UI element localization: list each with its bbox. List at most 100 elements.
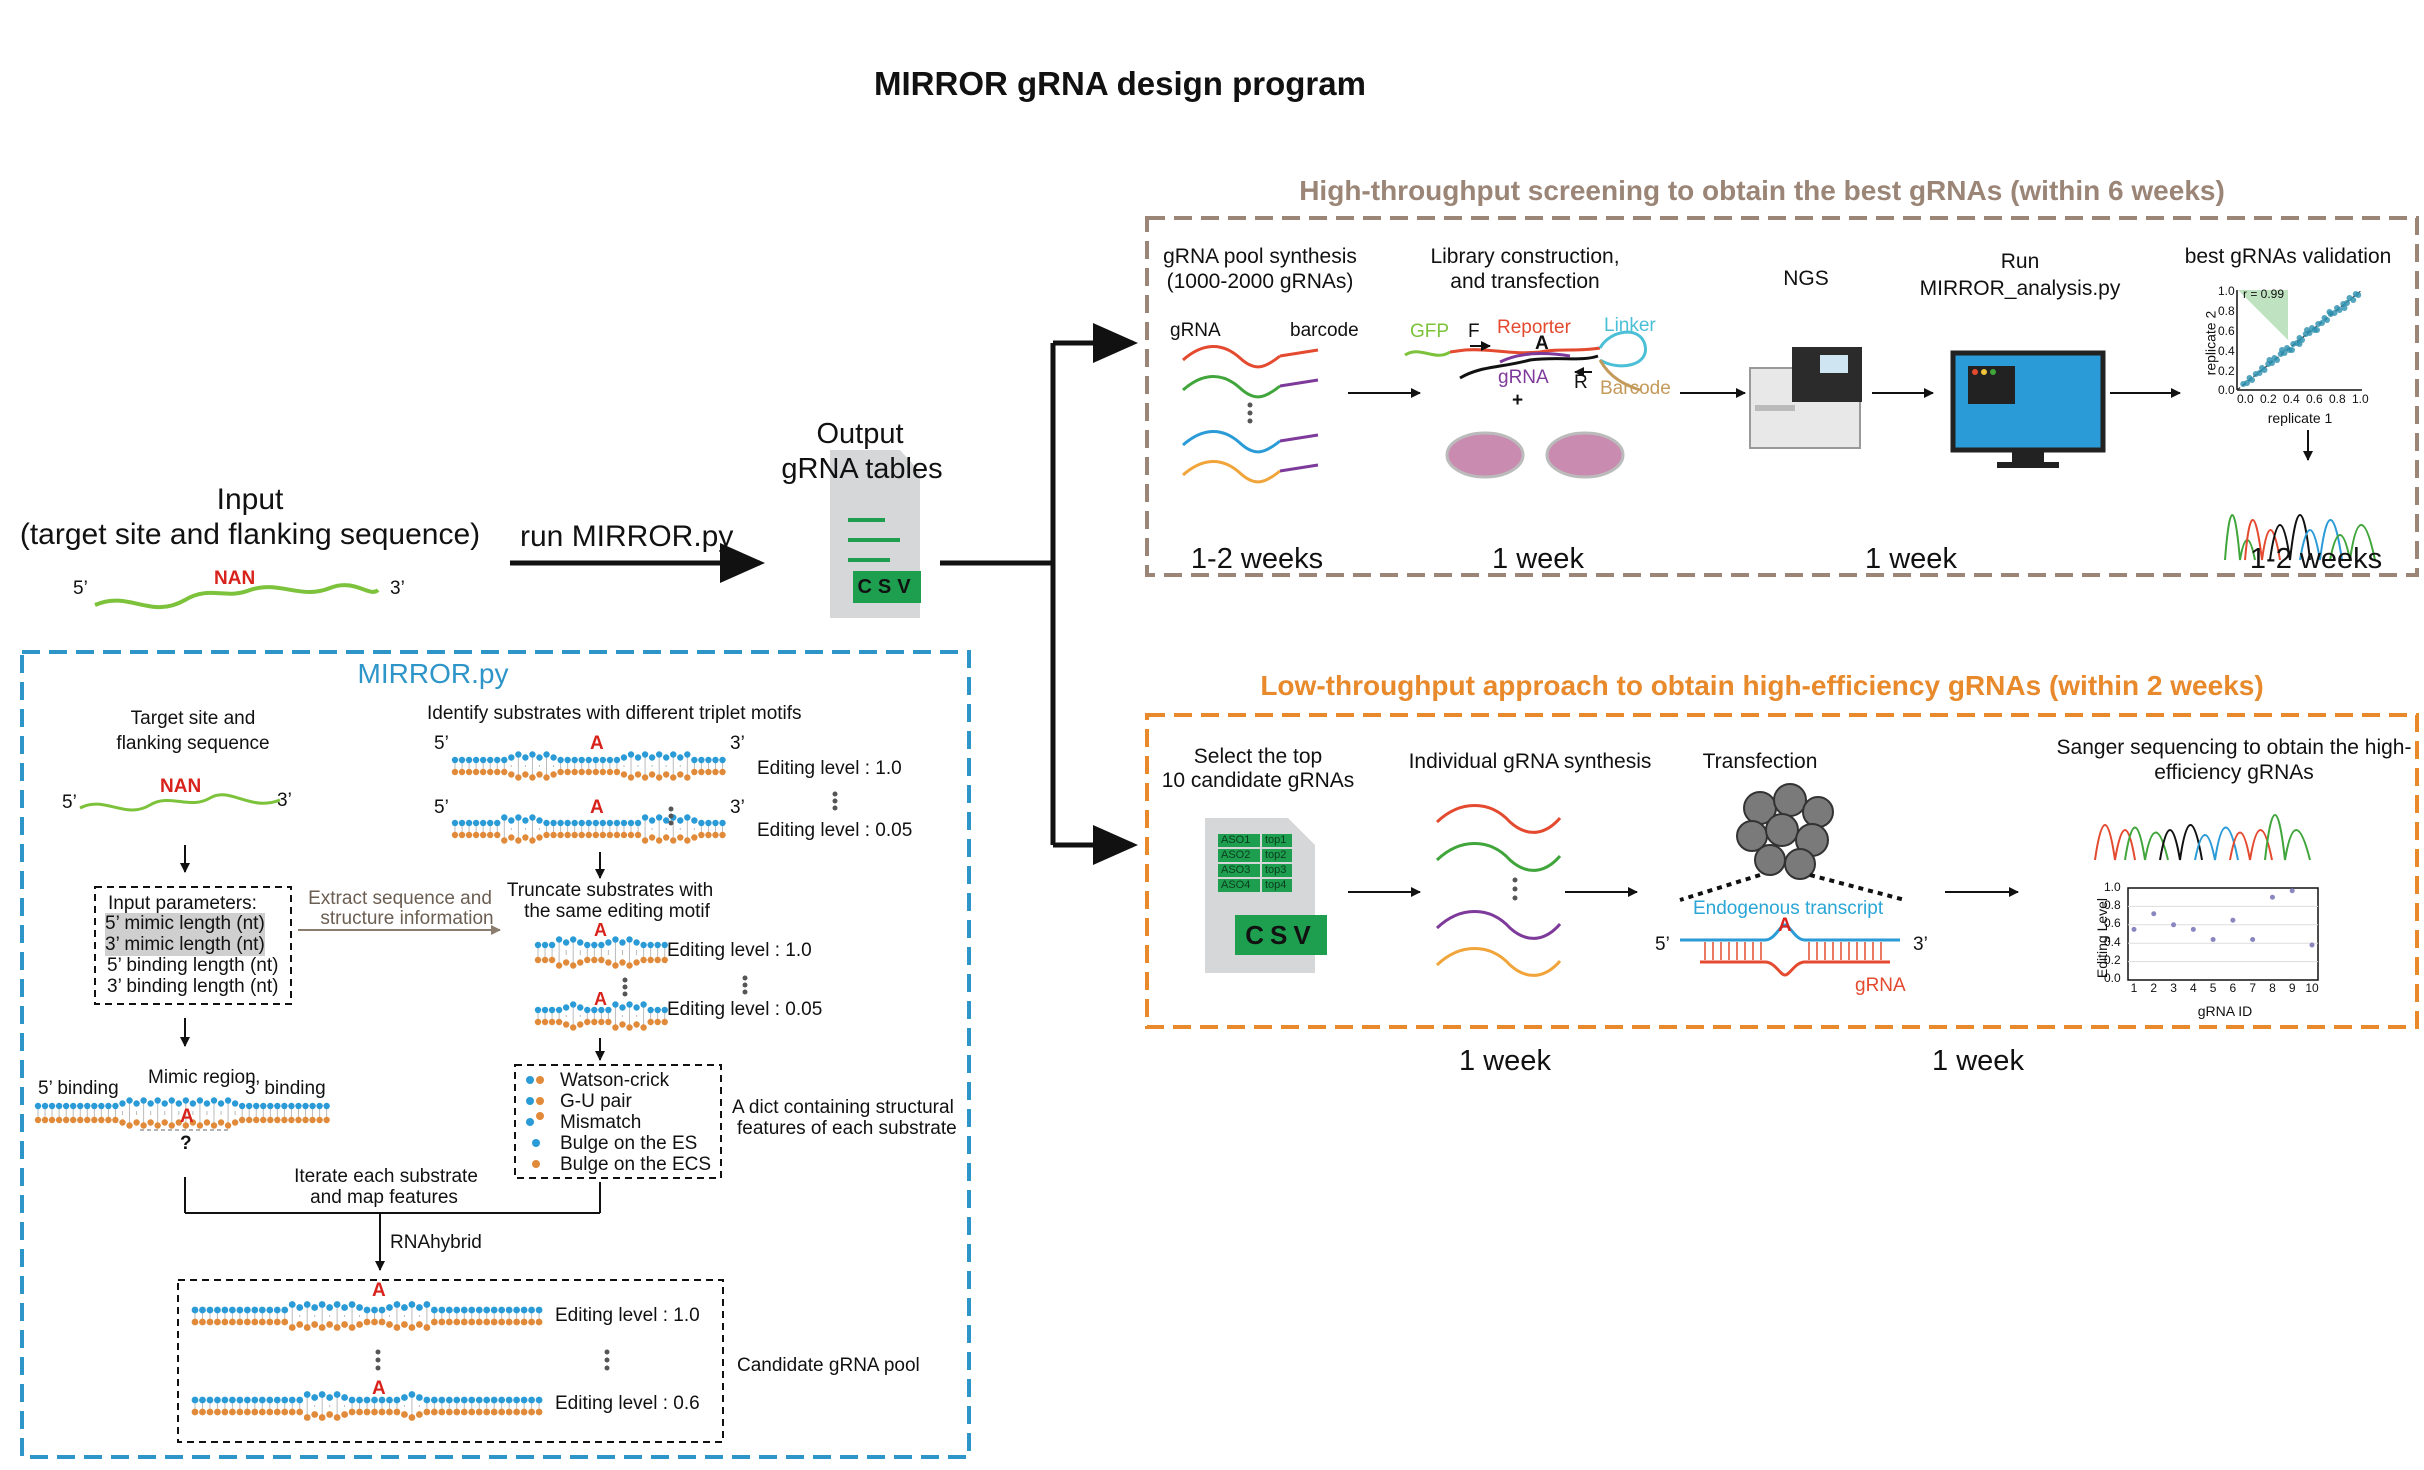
bead-top [562, 1004, 570, 1011]
bead-bottom [266, 1408, 274, 1416]
bead-top [505, 1306, 513, 1314]
bead-bottom [341, 1321, 348, 1328]
ngs-machine-icon [1749, 347, 1862, 449]
bead-bottom [341, 1411, 348, 1418]
lib-a-label: A [1535, 333, 1549, 354]
bead-top [577, 1004, 584, 1011]
bead-top [465, 819, 473, 827]
bead-top [189, 1100, 197, 1107]
substrate-strand-1 [451, 751, 726, 781]
bead-top [487, 756, 494, 764]
bead-bottom [599, 768, 607, 776]
bead-top [112, 1102, 119, 1110]
target-sequence-line [79, 793, 281, 812]
bead-bottom [34, 1116, 42, 1124]
bead-top [599, 756, 607, 764]
table-row-1-id: ASO1 [1218, 834, 1260, 847]
bead-bottom [479, 831, 487, 839]
bead-top [620, 819, 628, 827]
bead-top [591, 1006, 598, 1014]
ht-step4-line2: MIRROR_analysis.py [1919, 277, 2121, 300]
bead-top [105, 1102, 112, 1110]
bead-top [562, 939, 570, 946]
bead-top [677, 817, 684, 824]
bead-bottom [691, 834, 698, 841]
bead-bottom [175, 1119, 182, 1126]
candidate-pool-box [177, 1279, 724, 1443]
scatter-point-41 [2304, 327, 2310, 333]
bead-bottom [571, 768, 578, 776]
bead-bottom [55, 1116, 63, 1124]
scatter-point-40 [2289, 347, 2295, 353]
bead-bottom [562, 959, 570, 966]
bead-top [605, 1006, 612, 1014]
bead-bottom [655, 774, 663, 781]
bead-bottom [599, 831, 607, 839]
low-throughput-header: Low-throughput approach to obtain high-e… [1260, 670, 2264, 701]
individual-grna-waves [1435, 804, 1562, 977]
bead-top [705, 756, 712, 764]
bead-top [378, 1306, 386, 1314]
bead-top [712, 756, 719, 764]
bead-top [661, 941, 668, 949]
ht-step2-line1: Library construction, [1430, 245, 1620, 268]
bead-bottom [640, 956, 647, 964]
legend-watson-crick: Watson-crick [560, 1070, 670, 1091]
bead-bottom [698, 768, 705, 776]
ht-time-3: 1 week [1865, 543, 1957, 575]
bead-bottom [584, 956, 591, 964]
bead-bottom [663, 834, 670, 841]
scatter-point-2 [2244, 380, 2250, 386]
param-5-binding: 5’ binding length (nt) [107, 955, 279, 976]
ht-time-5: 1-2 weeks [2249, 543, 2383, 575]
bead-bottom [281, 1408, 289, 1416]
bead-top [302, 1102, 309, 1110]
bead-top [318, 1301, 326, 1308]
bead-bottom [570, 962, 577, 969]
bead-top [253, 1102, 260, 1110]
bead-bottom [705, 768, 712, 776]
bead-bottom [378, 1408, 386, 1416]
bead-bottom [206, 1408, 214, 1416]
bead-bottom [401, 1321, 408, 1328]
bead-top [246, 1102, 253, 1110]
bead-top [416, 1304, 423, 1311]
output-label-line2: gRNA tables [781, 453, 943, 485]
sanger-chromatogram-2 [2094, 814, 2311, 861]
legend-bulge-es: Bulge on the ES [560, 1133, 698, 1154]
bead-top [570, 1001, 577, 1008]
bead-bottom [348, 1324, 356, 1331]
bead-top [386, 1396, 393, 1404]
binding-region-strand [34, 1097, 330, 1129]
bead-bottom [438, 1408, 446, 1416]
bead-bottom [578, 768, 585, 776]
bead-top [196, 1097, 204, 1104]
lib-gfp-label: GFP [1410, 321, 1450, 342]
bead-top [501, 814, 508, 821]
bead-top [536, 754, 543, 761]
scatter-ylabel: replicate 2 [2202, 310, 2219, 376]
bead-top [236, 1396, 244, 1404]
edit-point-7 [2250, 937, 2256, 943]
mirror-py-box [20, 650, 971, 1459]
bead-bottom [483, 1318, 491, 1326]
endogenous-transcript [1680, 923, 1900, 977]
bead-top [423, 1301, 431, 1308]
scatter-point-32 [2336, 307, 2343, 313]
bead-bottom [460, 1408, 468, 1416]
lt-step4-line2: efficiency gRNAs [2154, 761, 2314, 784]
bead-top [465, 756, 473, 764]
bead-top [528, 1306, 535, 1314]
bead-top [348, 1396, 356, 1404]
bead-top [494, 819, 501, 827]
scatter-point-28 [2324, 317, 2330, 323]
bead-top [529, 751, 536, 758]
bead-top [309, 1102, 316, 1110]
bead-top [408, 1391, 416, 1398]
scatter-point-6 [2256, 370, 2263, 376]
bead-top [564, 819, 571, 827]
table-row-3-rank: top3 [1262, 864, 1292, 877]
bead-bottom [585, 768, 592, 776]
bead-top [661, 1006, 668, 1014]
edit-xtick-8: 8 [2269, 981, 2276, 995]
